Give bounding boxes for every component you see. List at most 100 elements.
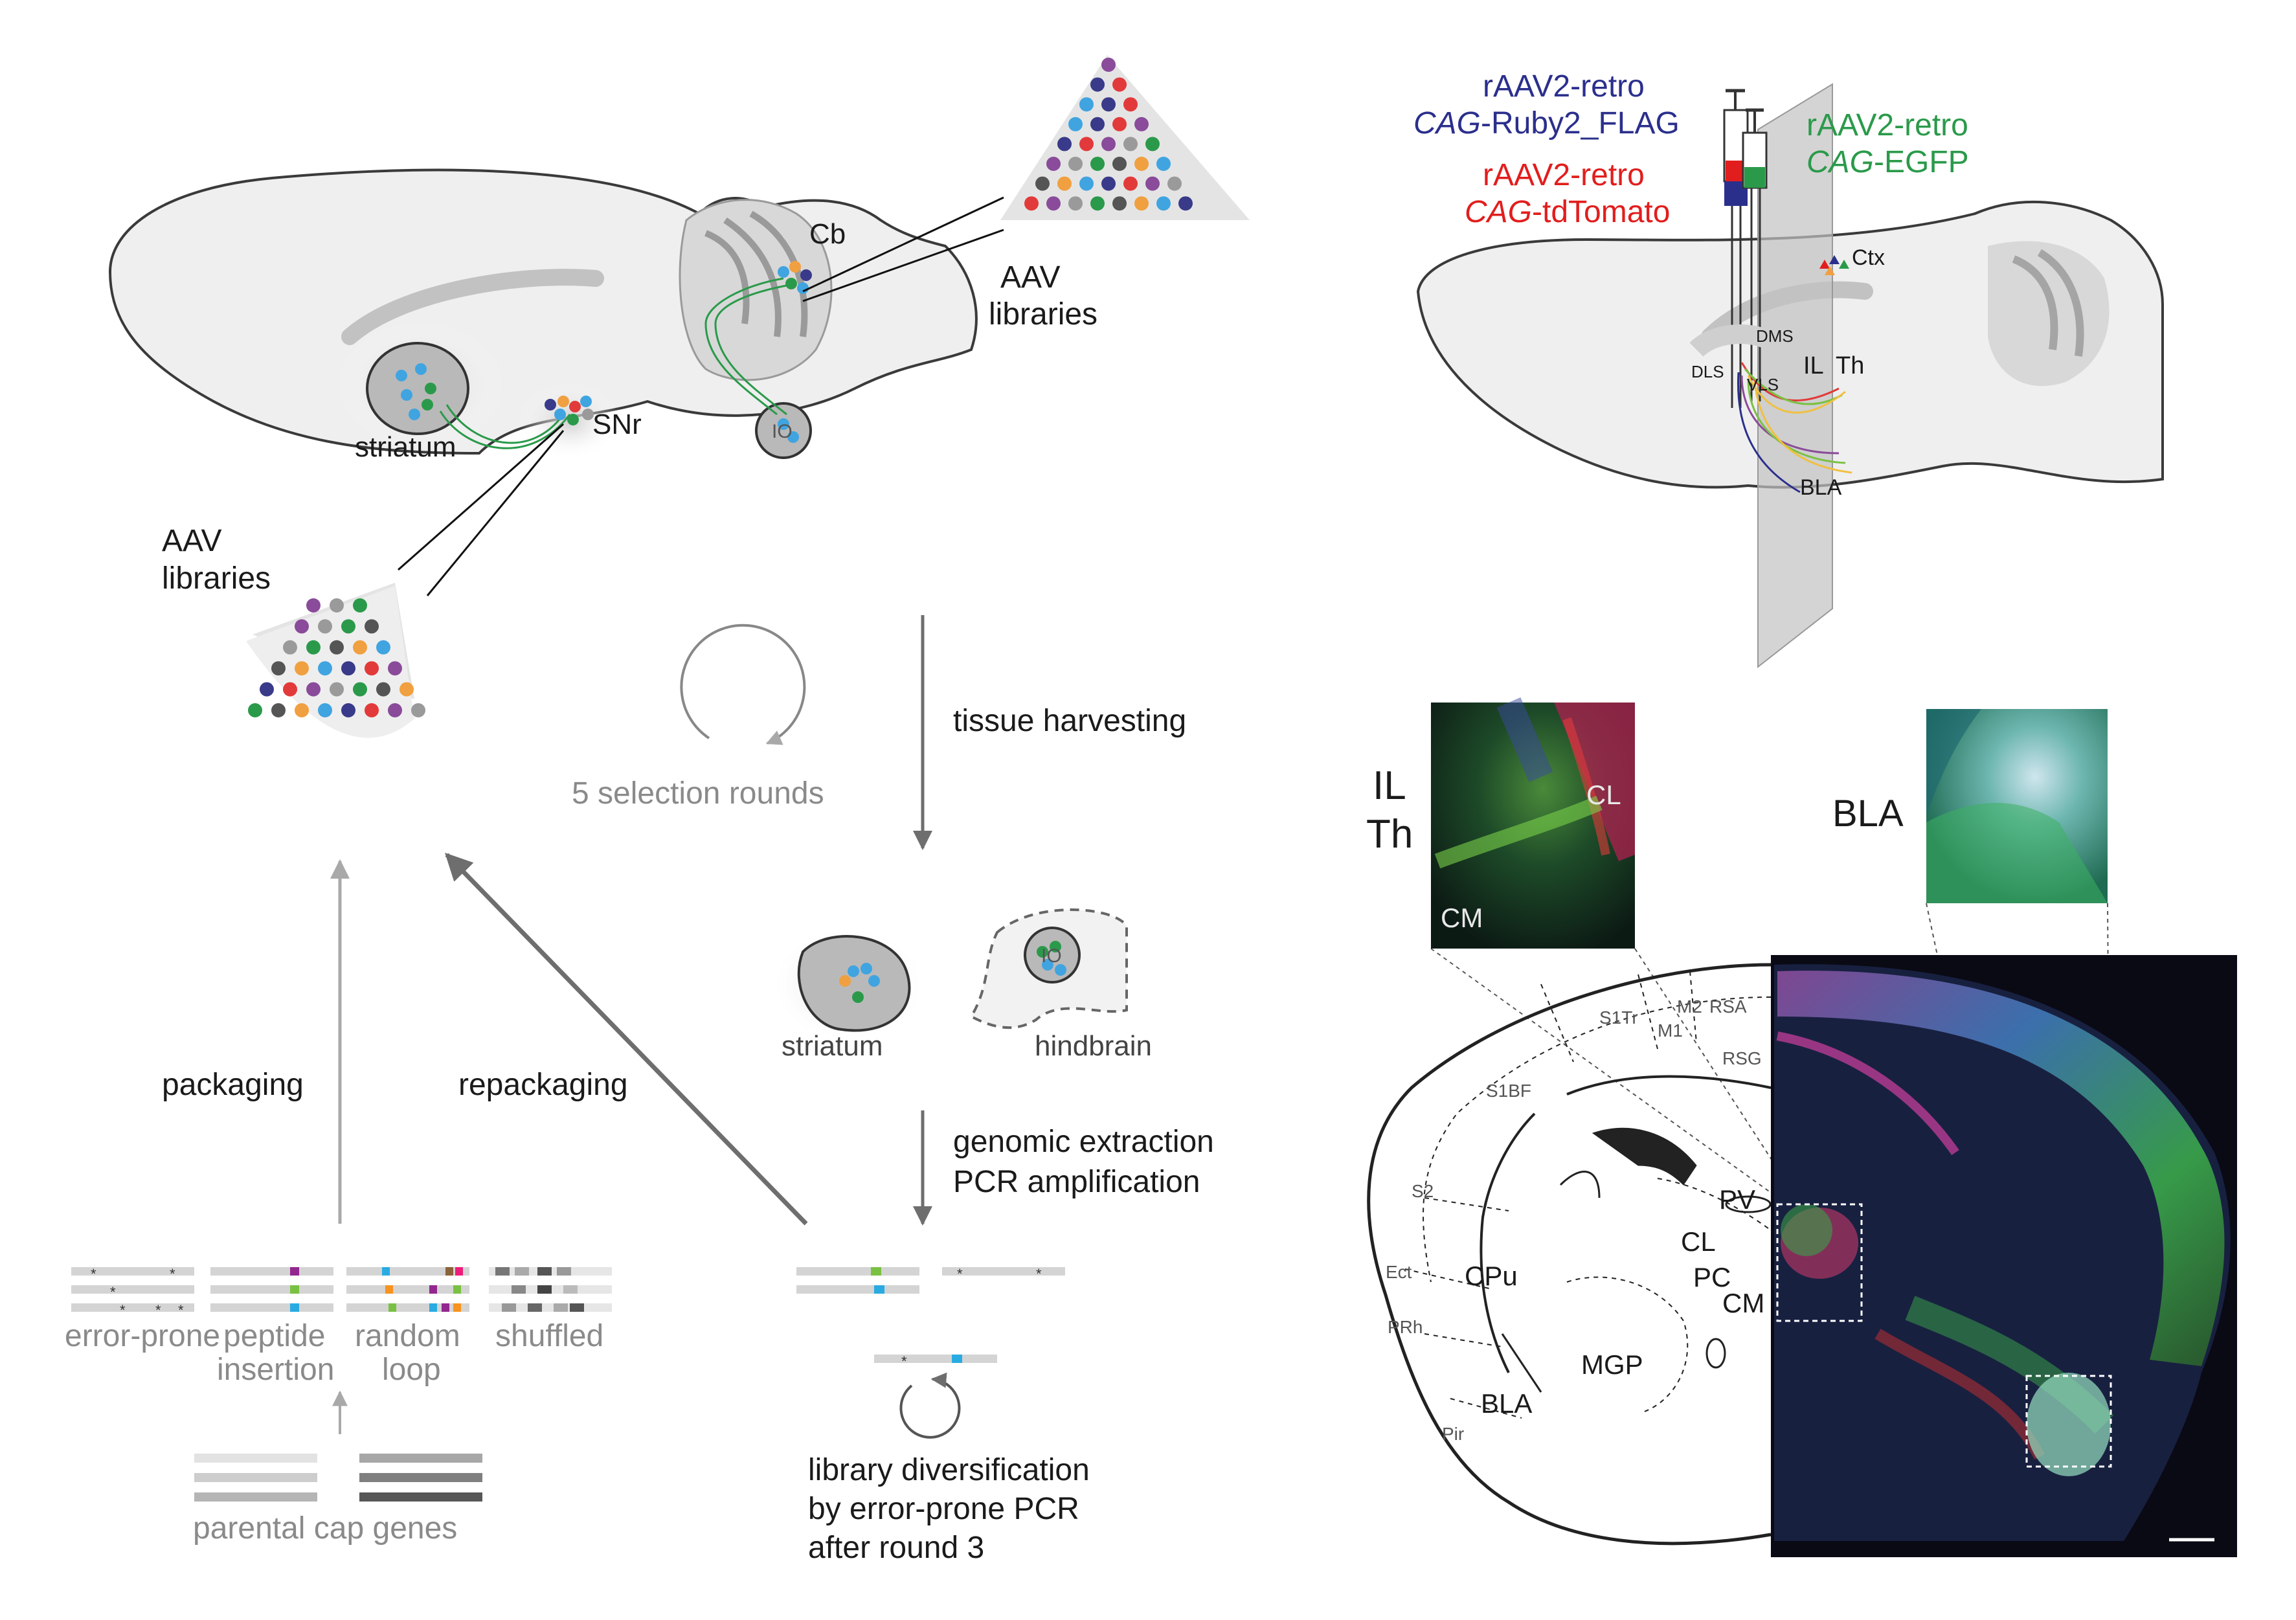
vector-red-promoter: CAG [1465,195,1533,229]
atlas-pir: Pir [1442,1424,1465,1444]
library-bar-segment [210,1303,333,1312]
library-bar-segment [71,1303,194,1312]
library-type-random: random [355,1319,460,1353]
virus-particles-cb [778,261,812,294]
virus-particle [1112,196,1127,211]
virus-particle [1101,58,1116,72]
virus-particle [411,703,425,717]
library-bar-segment [570,1303,584,1312]
library-bars: ****** [71,1266,612,1318]
virus-particle [1101,137,1116,152]
virus-particles-striatum [396,363,436,420]
repackaging-label: repackaging [458,1068,628,1102]
virus-particle [1123,97,1138,112]
vector-green-line-1: rAAV2-retro [1806,108,1968,142]
virus-particle [318,619,332,634]
library-bar-segment [71,1267,194,1276]
diversified-bars: * * * [796,1266,1065,1439]
striatum-region [366,342,469,435]
vector-blue-promoter: CAG [1413,106,1481,141]
atlas-ect: Ect [1386,1262,1412,1282]
virus-particle [1178,196,1193,211]
virus-particle [341,703,355,717]
inset-il-label: IL [1373,763,1406,808]
diversification-label-1: library diversification [808,1453,1090,1487]
virus-particle [376,640,390,655]
library-bar-segment [453,1303,461,1312]
atlas-cl: CL [1681,1226,1716,1257]
library-bar-segment [71,1285,194,1294]
virus-particle [1090,196,1105,211]
diversification-label-3: after round 3 [808,1531,985,1565]
vector-green-line-2: CAG-EGFP [1806,145,1969,180]
inset-cm-label: CM [1441,903,1483,933]
virus-particle [295,703,309,717]
virus-particle [1057,176,1072,191]
virus-particle [1024,196,1039,211]
virus-particle [306,640,321,655]
virus-particle [1112,117,1127,131]
virus-particle [1112,77,1127,92]
vector-blue-line-1: rAAV2-retro [1483,69,1645,104]
library-bar-segment [512,1285,526,1294]
ctx-triangles [1819,255,1849,275]
virus-particle [1145,137,1160,152]
atlas-s1tr: S1Tr [1599,1007,1638,1028]
atlas-s2: S2 [1412,1181,1434,1201]
virus-particle [1079,176,1094,191]
virus-particle [1101,97,1116,112]
virus-particle [353,682,367,697]
inset-bla-label: BLA [1832,793,1904,835]
atlas-prh: PRh [1388,1317,1423,1337]
aav-libraries-top-label-2: libraries [989,297,1098,332]
sag-bla-label: BLA [1800,475,1842,500]
library-bar-segment [290,1303,299,1312]
virus-particle [271,703,286,717]
parental-cap-genes-label: parental cap genes [193,1511,458,1546]
virus-particle [400,682,414,697]
virus-particle [1068,157,1083,171]
svg-text:*: * [1036,1266,1042,1282]
aav-libraries-left-label-2: libraries [162,561,271,596]
aav-libraries-left-label-1: AAV [162,524,222,558]
virus-particle [271,661,286,676]
virus-particle [1167,176,1182,191]
library-bar-segment [495,1267,510,1276]
atlas-m1: M1 [1658,1020,1683,1041]
virus-particle [1046,157,1061,171]
library-bar-segment [429,1285,437,1294]
virus-particles-snr [545,396,594,425]
svg-text:*: * [957,1266,963,1282]
virus-particle [330,640,344,655]
library-bar-segment [557,1267,571,1276]
virus-particle [318,703,332,717]
virus-particle [365,703,379,717]
coronal-atlas-drawing [1367,963,1772,1546]
aav-libraries-top-label-1: AAV [1000,260,1061,295]
virus-particle [365,661,379,676]
atlas-bla: BLA [1481,1388,1533,1419]
inset-bla-photo [1926,709,2108,903]
cycle-label: 5 selection rounds [572,776,824,811]
library-bar-segment [537,1285,552,1294]
library-bar-segment [210,1285,333,1294]
virus-particle [330,598,344,613]
virus-particle [1156,157,1171,171]
virus-particle [1134,117,1149,131]
atlas-mgp: MGP [1581,1349,1643,1380]
inset-cl-label: CL [1586,780,1621,810]
virus-particle [248,703,262,717]
virus-particle [295,661,309,676]
virus-particle [1090,77,1105,92]
virus-particle [1035,176,1050,191]
library-bar-segment [453,1285,461,1294]
library-bar-segment [388,1303,396,1312]
library-bar-segment [455,1267,463,1276]
virus-particles-io [778,418,799,443]
sag-dms-label: DMS [1756,326,1794,346]
virus-particle [1101,176,1116,191]
library-bar-segment [442,1303,449,1312]
inset-ilth-photo [1431,697,1635,949]
virus-particle [283,640,297,655]
atlas-cm: CM [1722,1288,1765,1318]
